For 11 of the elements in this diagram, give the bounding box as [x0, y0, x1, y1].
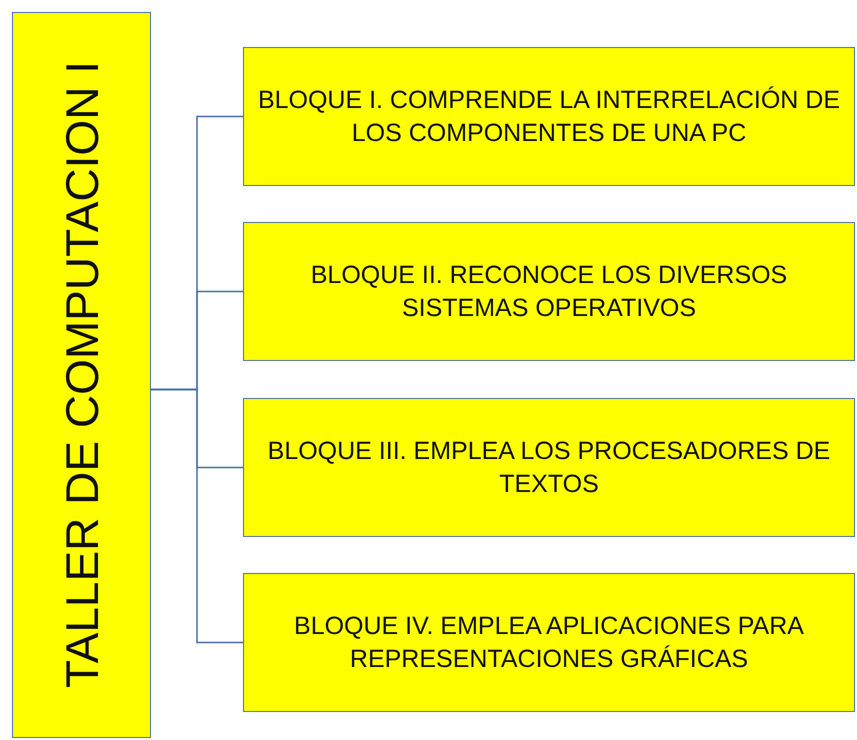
topic-text: BLOQUE III. EMPLEA LOS PROCESADORES DE TEXTOS: [266, 436, 832, 500]
topic-text: BLOQUE I. COMPRENDE LA INTERRELACIÓN DE LOS COMPONENTES DE UNA PC: [256, 85, 842, 148]
topic-text: BLOQUE II. RECONOCE LOS DIVERSOS SISTEMAS OPERATIVOS: [310, 260, 788, 324]
topic-box: [243, 222, 855, 361]
title-box: [12, 12, 151, 738]
topic-box: [243, 47, 855, 186]
topic-text: BLOQUE IV. EMPLEA APLICACIONES PARA REPRESENTACIONES GRÁFICAS: [293, 611, 805, 674]
topic-box: [243, 398, 855, 537]
vertical-title: TALLER DE COMPUTACION I: [54, 61, 108, 689]
topic-box: [243, 573, 855, 712]
connector-line: [151, 388, 243, 644]
